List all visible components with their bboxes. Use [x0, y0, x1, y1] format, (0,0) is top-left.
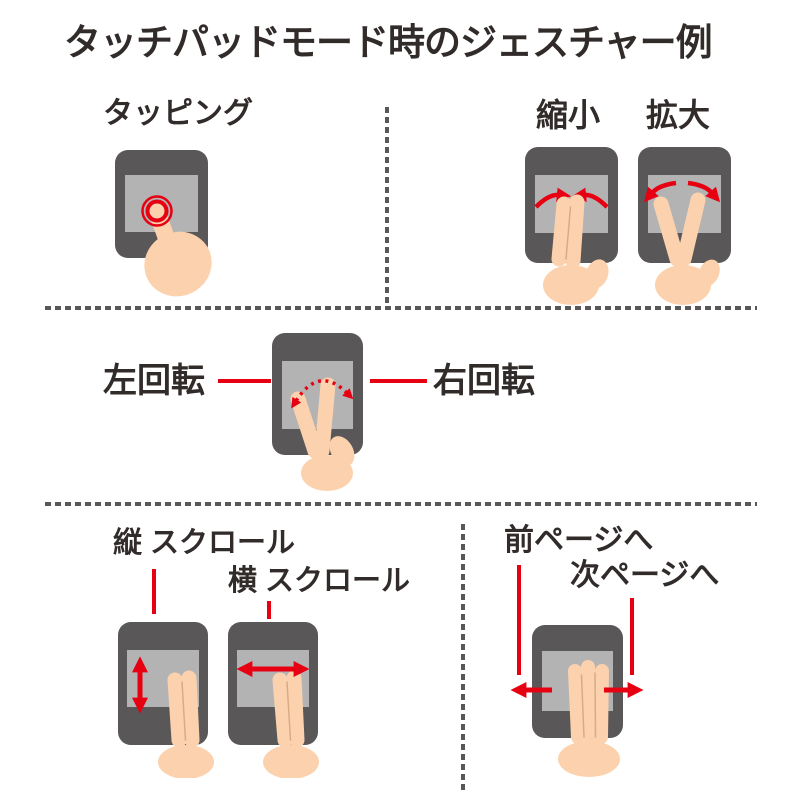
vertical-scroll-gesture-illustration: [118, 622, 214, 778]
divider-horizontal-2: [45, 502, 757, 506]
pinch-out-gesture-illustration: [638, 147, 731, 305]
previous-page-label: 前ページへ: [504, 524, 654, 557]
divider-vertical-top: [385, 107, 389, 305]
pinch-in-gesture-illustration: [525, 147, 618, 305]
vertical-scroll-pointer-line: [152, 569, 156, 614]
hand-two-fingers: [263, 670, 319, 778]
next-page-pointer-line: [630, 598, 634, 675]
tap-gesture-illustration: [115, 150, 212, 297]
divider-horizontal-1: [45, 306, 757, 310]
zoom-out-label: 縮小: [536, 97, 601, 133]
rotate-left-label: 左回転: [103, 362, 205, 400]
tapping-label: タッピング: [103, 97, 253, 130]
previous-page-pointer-line: [517, 565, 521, 675]
rotate-right-connector-line: [370, 379, 427, 383]
hand-three-fingers: [558, 660, 620, 777]
tap-ripple-icon: [141, 195, 173, 227]
divider-vertical-bottom: [461, 524, 465, 790]
horizontal-scroll-label: 横 スクロール: [228, 565, 411, 597]
horizontal-scroll-pointer-line: [267, 601, 271, 619]
pinch-in-arrows-icon: [534, 187, 609, 209]
rotate-arc-arrow-icon: [291, 379, 354, 409]
next-page-label: 次ページへ: [570, 559, 720, 592]
zoom-in-label: 拡大: [646, 97, 711, 133]
hand-two-fingers-spread: [653, 192, 720, 305]
pinch-out-arrows-icon: [643, 180, 721, 203]
hand-two-fingers: [543, 194, 609, 305]
page-swipe-gesture-illustration: [510, 625, 644, 777]
hand-two-fingers: [158, 670, 214, 778]
rotate-left-connector-line: [218, 379, 271, 383]
rotate-gesture-illustration: [272, 333, 363, 491]
horizontal-scroll-gesture-illustration: [228, 622, 319, 778]
page-title: タッチパッドモード時のジェスチャー例: [64, 22, 713, 63]
vertical-scroll-label: 縦 スクロール: [113, 527, 296, 559]
rotate-right-label: 右回転: [433, 362, 535, 400]
